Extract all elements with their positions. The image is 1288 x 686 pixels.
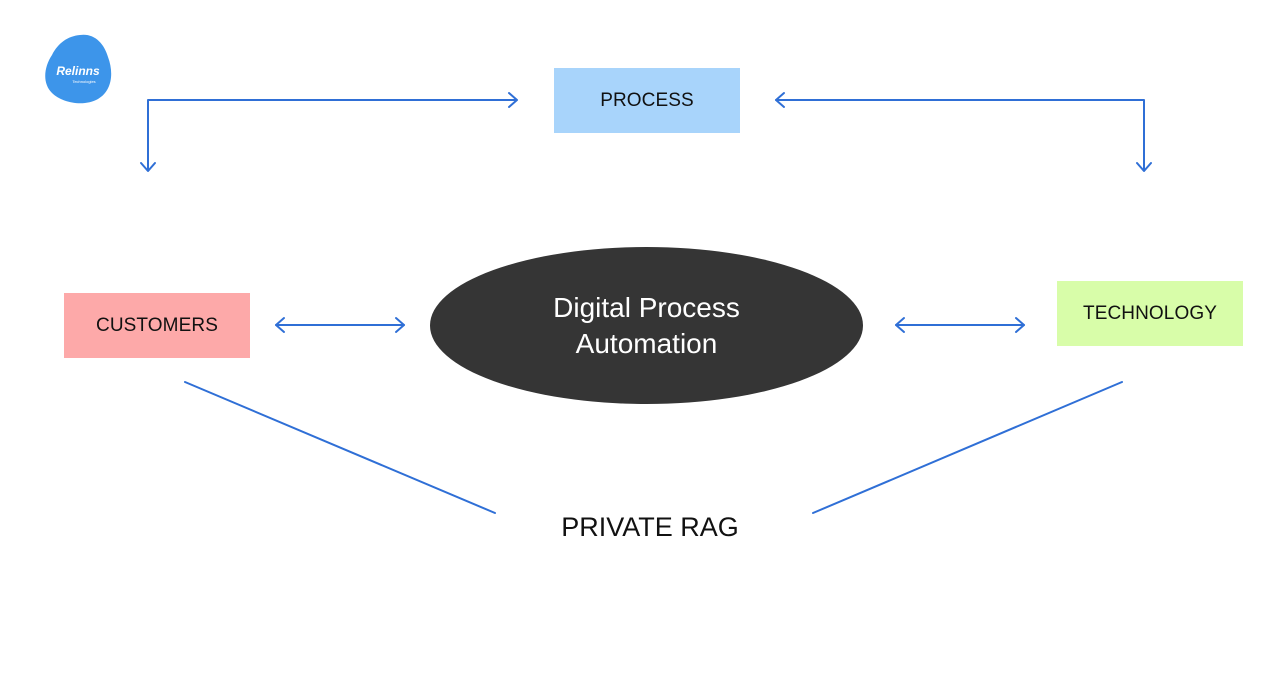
arrowhead-right-down <box>1136 162 1152 172</box>
technology-box: TECHNOLOGY <box>1057 281 1243 346</box>
logo-subtext: Technologies <box>72 79 95 84</box>
arrowhead-center-right <box>895 317 905 333</box>
arrowhead-process-left <box>508 92 518 108</box>
customers-label: CUSTOMERS <box>96 314 218 336</box>
logo-text: Relinns <box>56 64 100 78</box>
customers-box: CUSTOMERS <box>64 293 250 358</box>
technology-rag-line <box>812 381 1123 514</box>
arrowhead-technology <box>1015 317 1025 333</box>
process-label: PROCESS <box>600 89 694 111</box>
process-technology-connector <box>775 99 1145 171</box>
center-label: Digital Process Automation <box>553 291 740 359</box>
arrowhead-process-right <box>775 92 785 108</box>
technology-label: TECHNOLOGY <box>1082 302 1218 324</box>
relinns-logo: Relinns Technologies <box>45 34 112 104</box>
logo-blob <box>45 34 112 104</box>
process-box: PROCESS <box>554 68 740 133</box>
process-customers-connector <box>147 99 517 171</box>
digital-process-automation-node: Digital Process Automation <box>430 247 863 404</box>
arrowhead-center-left <box>395 317 405 333</box>
private-rag-label: PRIVATE RAG <box>561 512 739 542</box>
arrowhead-customers <box>275 317 285 333</box>
customers-rag-line <box>184 381 496 514</box>
arrowhead-left-down <box>140 162 156 172</box>
